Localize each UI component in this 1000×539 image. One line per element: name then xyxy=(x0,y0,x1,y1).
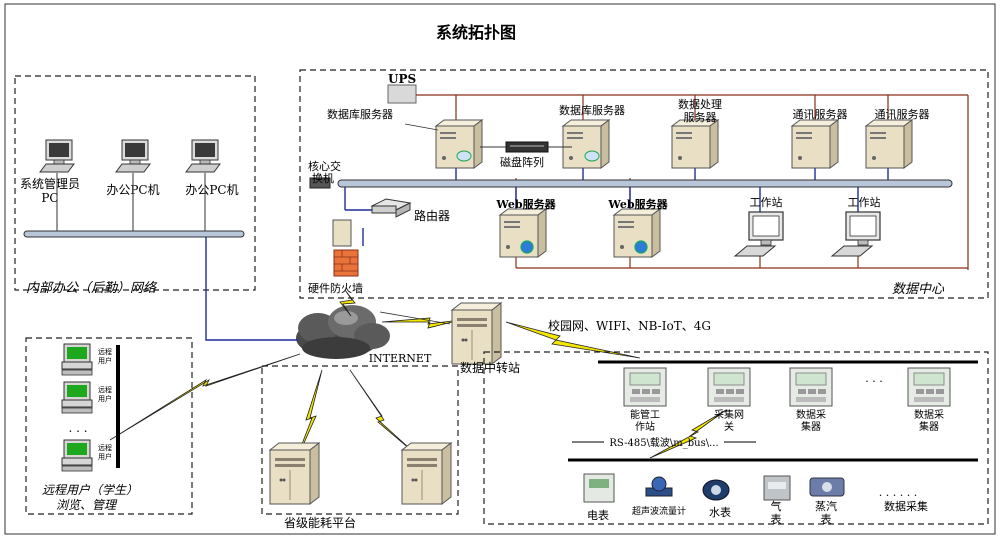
office-internet-link xyxy=(205,237,298,341)
remote-pc-2 xyxy=(61,381,93,414)
meter-water-label: 水表 xyxy=(709,505,731,519)
device-4-label-b: 集器 xyxy=(919,420,939,433)
disk-array-label: 磁盘阵列 xyxy=(500,155,544,169)
core-switch-label-2: 换机 xyxy=(312,171,334,185)
workstation-2 xyxy=(831,211,881,257)
meter-gas-label-a: 气 xyxy=(771,499,782,513)
relay-network-label: 校园网、WIFI、NB-IoT、4G xyxy=(548,318,711,333)
electric-meter xyxy=(583,473,615,503)
db-server-2 xyxy=(562,119,610,169)
relay-label: 数据中转站 xyxy=(460,360,520,375)
steam-meter xyxy=(809,477,845,497)
collection-top-ellipsis: . . . xyxy=(865,372,882,385)
data-center-zone xyxy=(299,69,989,299)
water-meter xyxy=(702,479,730,501)
remote-label-1: 远程用户（学生） xyxy=(42,483,138,497)
remote-ellipsis: . . . xyxy=(68,421,87,435)
meter-gas-label-b: 表 xyxy=(771,512,782,526)
web-server-1-label: Web服务器 xyxy=(495,197,556,211)
collection-gateway xyxy=(707,367,751,407)
province-server-2 xyxy=(401,442,452,505)
web-server-2-label: Web服务器 xyxy=(607,197,668,211)
office-bus xyxy=(23,230,245,238)
db-server-2-label: 数据库服务器 xyxy=(559,103,625,117)
core-switch-bus xyxy=(337,179,953,188)
internal-office-zone xyxy=(14,75,256,291)
collection-bottom-label: 数据采集 xyxy=(884,499,928,513)
remote-tag-1b: 用户 xyxy=(98,356,112,365)
office-pc-3 xyxy=(185,139,221,173)
internal-office-label: 内部办公（后勤）网络 xyxy=(26,280,158,296)
processing-server xyxy=(671,119,719,169)
office-pc-1-suffix: PC xyxy=(41,191,58,205)
router-label: 路由器 xyxy=(414,208,450,223)
processing-server-label: 数据处理 xyxy=(678,97,722,111)
gas-meter xyxy=(763,475,791,501)
comm-server-2-label: 通讯服务器 xyxy=(875,108,930,121)
comm-server-1-label: 通讯服务器 xyxy=(793,108,848,121)
remote-pc-1 xyxy=(61,343,93,376)
db-server-1-label: 数据库服务器 xyxy=(327,107,393,121)
internet-cloud xyxy=(296,305,390,359)
internet-label: INTERNET xyxy=(369,352,432,365)
outer-frame xyxy=(4,3,996,535)
relay-station xyxy=(451,302,502,365)
hardware-firewall xyxy=(333,249,359,277)
collection-zone xyxy=(483,351,989,525)
office-pc-1 xyxy=(39,139,75,173)
province-label: 省级能耗平台 xyxy=(284,515,356,530)
device-1-label-b: 作站 xyxy=(635,420,655,433)
energy-workstation xyxy=(623,367,667,407)
remote-tag-3b: 用户 xyxy=(98,452,112,461)
diagram-title: 系统拓扑图 xyxy=(436,23,516,42)
device-2-label-a: 采集网 xyxy=(714,408,744,421)
processing-server-label-2: 服务器 xyxy=(684,111,717,124)
remote-tag-2a: 远程 xyxy=(98,385,112,394)
ups-device xyxy=(387,84,417,104)
data-collector-2 xyxy=(907,367,951,407)
data-center-label: 数据中心 xyxy=(892,282,945,297)
remote-pc-3 xyxy=(61,439,93,472)
core-switch-label-1: 核心交 xyxy=(308,159,341,173)
meter-electric-label: 电表 xyxy=(587,508,609,522)
remote-tag-1a: 远程 xyxy=(98,347,112,356)
office-pc-1-label: 系统管理员 xyxy=(20,176,80,191)
ultrasonic-flowmeter xyxy=(645,476,673,497)
device-3-label-a: 数据采 xyxy=(796,408,826,421)
remote-tag-2b: 用户 xyxy=(98,394,112,403)
ups-label: UPS xyxy=(388,72,416,86)
collection-bottom-ellipsis: . . . . . . xyxy=(879,486,917,499)
bus-protocol-label: RS-485\载波\m_bus\... xyxy=(609,436,718,449)
device-3-label-b: 集器 xyxy=(801,420,821,433)
meter-steam-label-a: 蒸汽 xyxy=(815,499,837,513)
province-zone xyxy=(261,365,459,515)
wireless-links xyxy=(109,289,727,471)
workstation-1-label: 工作站 xyxy=(750,195,783,209)
remote-users-zone xyxy=(25,337,193,515)
firewall-label: 硬件防火墙 xyxy=(308,281,363,295)
workstation-2-label: 工作站 xyxy=(848,195,881,209)
firewall-server xyxy=(332,219,352,247)
data-collector-1 xyxy=(789,367,833,407)
device-4-label-a: 数据采 xyxy=(914,408,944,421)
db-server-1 xyxy=(435,119,483,169)
meter-steam-label-b: 表 xyxy=(821,512,832,526)
meter-flow-label: 超声波流量计 xyxy=(632,505,686,517)
workstation-1 xyxy=(734,211,784,257)
office-pc-2 xyxy=(115,139,151,173)
remote-tag-3a: 远程 xyxy=(98,443,112,452)
province-server-1 xyxy=(269,442,320,505)
device-1-label-a: 能管工 xyxy=(630,408,660,421)
comm-server-2 xyxy=(865,119,913,169)
comm-server-1 xyxy=(791,119,839,169)
device-2-label-b: 关 xyxy=(724,420,734,433)
office-pc-3-label: 办公PC机 xyxy=(185,182,238,197)
remote-label-2: 浏览、管理 xyxy=(56,498,118,512)
